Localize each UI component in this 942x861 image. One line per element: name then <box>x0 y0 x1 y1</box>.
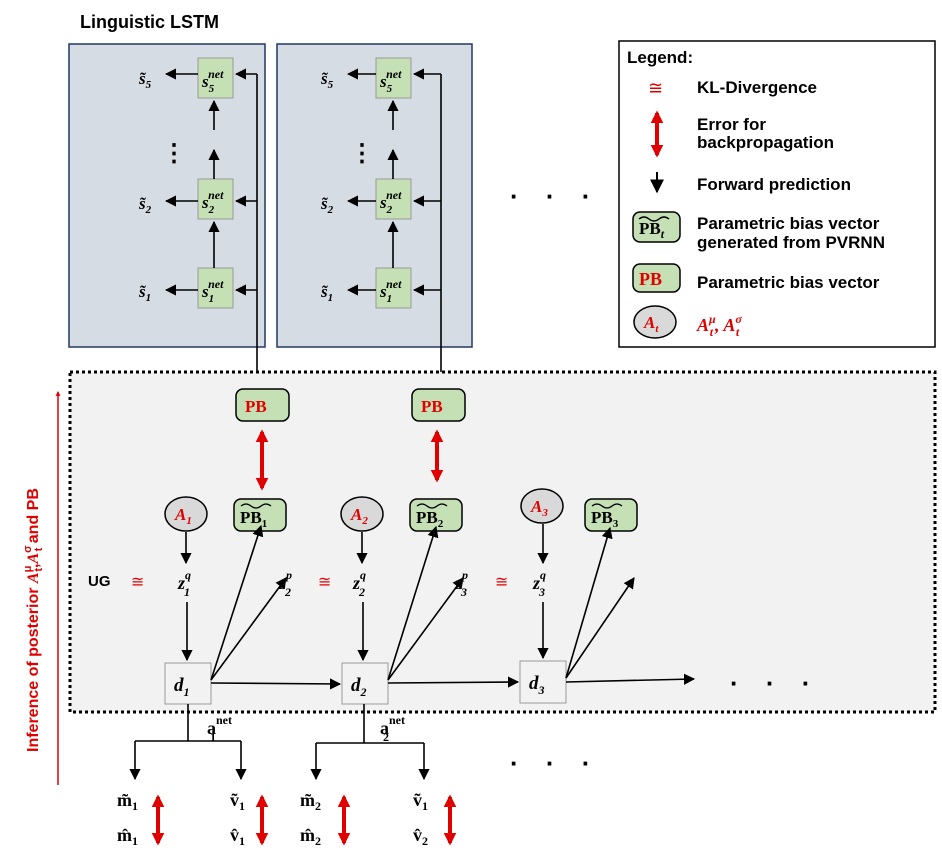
svg-text:m̂2: m̂2 <box>300 825 321 848</box>
pb-node-2 <box>411 388 466 422</box>
svg-text:s̃1: s̃1 <box>138 282 151 304</box>
a-node-3 <box>520 488 564 524</box>
svg-text:≅: ≅ <box>131 572 144 591</box>
lstm2-node-s5 <box>375 57 412 99</box>
legend-heading: Legend: <box>627 48 693 67</box>
svg-text:A1: A1 <box>174 505 192 527</box>
pb-tilde-nodes: PB1 PB2 PB3 <box>233 498 638 532</box>
svg-text:m̃2: m̃2 <box>300 790 321 813</box>
svg-text:s̃2: s̃2 <box>138 194 152 216</box>
output-ellipsis: · · · <box>510 748 600 778</box>
svg-text:A3: A3 <box>530 497 548 519</box>
svg-text:PB: PB <box>421 397 443 416</box>
svg-text:ṽ1: ṽ1 <box>230 790 245 813</box>
svg-text:s̃2: s̃2 <box>320 194 334 216</box>
svg-text:zq2: zq2 <box>352 568 366 599</box>
lstm2-node-s2 <box>375 178 412 220</box>
legend-pb-icon <box>632 263 681 293</box>
lstm1-node-s1 <box>197 267 234 309</box>
svg-text:≅: ≅ <box>495 572 508 591</box>
d-nodes: d1 d2 d3 <box>164 660 567 705</box>
svg-text:m̂1: m̂1 <box>117 825 138 848</box>
a-node-2 <box>340 496 384 532</box>
lstm-panel-2 <box>276 43 473 348</box>
svg-text:ṽ1: ṽ1 <box>413 790 428 813</box>
svg-text:s̃5: s̃5 <box>320 69 334 91</box>
svg-text:Aμt, Aσt: Aμt, Aσt <box>696 312 742 339</box>
svg-text:⋮: ⋮ <box>350 141 374 167</box>
svg-text:At: At <box>643 313 659 335</box>
d-node-2 <box>341 662 389 705</box>
a-node-1 <box>164 496 208 532</box>
legend-pb-tilde-icon <box>632 211 681 243</box>
diagram-title: Linguistic LSTM <box>80 12 219 32</box>
svg-text:s2net: s2net <box>201 188 224 216</box>
svg-text:v̂2: v̂2 <box>413 825 428 848</box>
a-nodes: A1 A2 A3 <box>164 488 564 532</box>
output-labels: m̃1 m̂1 ṽ1 v̂1 m̃2 m̂2 ṽ1 v̂2 <box>117 790 428 848</box>
svg-text:backpropagation: backpropagation <box>697 133 834 152</box>
svg-text:s2net: s2net <box>379 188 402 216</box>
svg-text:A2: A2 <box>350 505 368 527</box>
svg-text:PB2: PB2 <box>416 508 444 530</box>
lstm2-node-s1 <box>375 267 412 309</box>
svg-text:s5net: s5net <box>201 67 224 95</box>
svg-text:Forward prediction: Forward prediction <box>697 175 851 194</box>
output-branches <box>129 704 430 781</box>
d-node-1 <box>164 662 212 705</box>
svg-text:PB1: PB1 <box>240 508 267 530</box>
svg-text:Parametric bias vector: Parametric bias vector <box>697 214 880 233</box>
ug-label: UG <box>88 573 111 590</box>
svg-text:⋮: ⋮ <box>162 141 186 167</box>
pb-node-1 <box>235 388 290 422</box>
lstm-panel-1-nodes: s5net s2net s1net s̃5 s̃2 s̃1 ⋮ <box>138 57 258 386</box>
svg-text:PB: PB <box>245 397 267 416</box>
lstm-panel-2-nodes: s5net s2net s1net s̃5 s̃2 s̃1 ⋮ <box>320 57 442 386</box>
legend-kl-symbol: ≅ <box>648 78 663 99</box>
svg-text:Error for: Error for <box>697 115 766 134</box>
legend-box <box>618 40 936 348</box>
svg-text:m̃1: m̃1 <box>117 790 138 813</box>
d-node-3 <box>519 660 567 704</box>
svg-text:s5net: s5net <box>379 67 402 95</box>
legend-kl-label: KL-Divergence <box>697 78 817 97</box>
d-ellipsis: · · · <box>730 668 820 698</box>
svg-text:Parametric bias vector: Parametric bias vector <box>697 273 880 292</box>
svg-text:PBt: PBt <box>639 219 665 241</box>
svg-text:generated from PVRNN: generated from PVRNN <box>697 233 885 252</box>
svg-text:s̃1: s̃1 <box>320 282 333 304</box>
svg-text:d3: d3 <box>529 673 545 697</box>
legend: Legend: ≅ KL-Divergence Error for backpr… <box>618 40 936 348</box>
inference-label: Inference of posterior Aμt,Aσt and PB <box>22 488 45 752</box>
svg-text:≅: ≅ <box>318 572 331 591</box>
svg-text:zq3: zq3 <box>532 568 546 599</box>
svg-text:d1: d1 <box>174 675 190 699</box>
ug-region <box>68 370 937 714</box>
lstm1-node-s5 <box>197 57 234 99</box>
lstm-panel-1 <box>68 43 266 348</box>
svg-text:d2: d2 <box>351 675 367 699</box>
lstm1-node-s2 <box>197 178 234 220</box>
legend-a-icon <box>633 305 677 339</box>
svg-text:s1net: s1net <box>379 277 402 305</box>
svg-text:PB3: PB3 <box>591 508 619 530</box>
svg-text:zq1: zq1 <box>177 568 191 599</box>
lstm-ellipsis: · · · <box>510 181 600 211</box>
svg-text:s1net: s1net <box>201 277 224 305</box>
svg-text:s̃5: s̃5 <box>138 69 152 91</box>
svg-text:PB: PB <box>639 269 662 289</box>
svg-text:v̂1: v̂1 <box>230 825 245 848</box>
